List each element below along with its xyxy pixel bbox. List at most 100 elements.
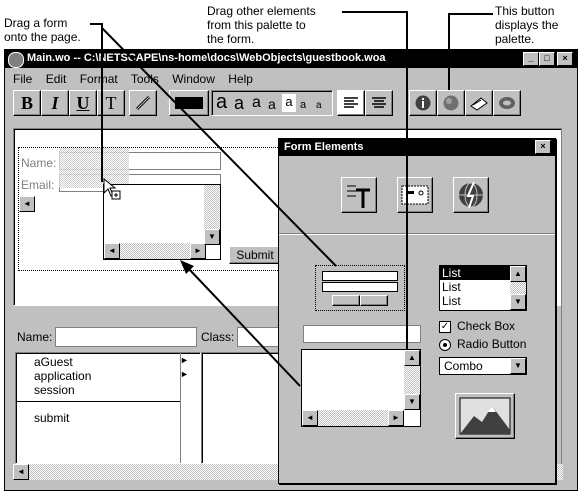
- list-vdivider: [180, 353, 181, 463]
- checkbox-icon[interactable]: ✓: [439, 321, 451, 333]
- font-size-2[interactable]: a: [300, 99, 307, 111]
- scroll-left-arrow[interactable]: ◄: [19, 196, 35, 212]
- maximize-button[interactable]: □: [539, 52, 555, 66]
- list-scroll-down[interactable]: ▼: [510, 294, 526, 310]
- italic-button[interactable]: I: [41, 90, 69, 116]
- list-element[interactable]: List List List ▲ ▼: [439, 265, 527, 311]
- menu-tools[interactable]: Tools: [130, 72, 159, 86]
- textarea-scroll-down[interactable]: ▼: [204, 229, 220, 245]
- palette-close-button[interactable]: ×: [535, 140, 551, 154]
- textarea-scroll-right[interactable]: ►: [190, 243, 206, 259]
- combo-dropdown-arrow[interactable]: ▼: [510, 358, 526, 374]
- list-scroll-up[interactable]: ▲: [510, 266, 526, 282]
- palette-textarea-hscroll[interactable]: [302, 410, 404, 426]
- bold-button[interactable]: B: [13, 90, 41, 116]
- text-field-icon: [347, 185, 370, 208]
- close-button[interactable]: ×: [557, 52, 573, 66]
- align-center-button[interactable]: [365, 90, 393, 116]
- palette-textarea-up[interactable]: ▲: [404, 350, 420, 366]
- bottom-name-input[interactable]: [55, 327, 197, 347]
- align-left-icon: [344, 97, 358, 108]
- font-size-1[interactable]: a: [316, 100, 322, 111]
- font-size-3[interactable]: a: [282, 94, 296, 112]
- var-item[interactable]: application: [34, 369, 92, 383]
- link-icon: [135, 95, 151, 111]
- checkbox-label: Check Box: [457, 319, 516, 333]
- mountain-image-icon: [459, 397, 511, 435]
- callout-line-drag-elements: [342, 11, 408, 350]
- right-panel-edge: [561, 128, 574, 464]
- form-region[interactable]: Name: Email: ◄ ◄ ► ▼: [18, 147, 290, 271]
- action-item[interactable]: submit: [34, 411, 70, 425]
- dynamic-element-button[interactable]: [453, 177, 489, 213]
- submenu-arrow-icon: ►: [180, 369, 189, 379]
- arrowhead-icon: [180, 260, 194, 274]
- list-item-selected[interactable]: List: [440, 266, 510, 280]
- palette-divider: [279, 233, 555, 235]
- align-left-button[interactable]: [337, 90, 365, 116]
- list-scrollbar[interactable]: ▲ ▼: [510, 266, 526, 310]
- drag-cursor: [103, 177, 121, 203]
- link-button[interactable]: [129, 90, 157, 116]
- font-size-5[interactable]: a: [252, 94, 261, 111]
- font-size-group: a a a a a a a: [211, 90, 333, 116]
- form-hscrollbar[interactable]: ◄: [19, 196, 99, 212]
- palette-combo-element[interactable]: Combo ▼: [439, 357, 527, 375]
- variables-list[interactable]: aGuest ► application ► session submit: [15, 352, 201, 464]
- list-item[interactable]: List: [442, 294, 461, 308]
- callout-line-drag-form: [90, 23, 103, 182]
- underline-button[interactable]: U: [69, 90, 97, 116]
- form-icon: [401, 185, 429, 205]
- cursor-arrow-icon: [103, 177, 121, 200]
- callout-line-input-group: [101, 27, 337, 267]
- radio-icon[interactable]: [439, 339, 451, 351]
- submit-button[interactable]: Submit: [229, 246, 281, 264]
- list-item[interactable]: List: [442, 280, 461, 294]
- window-title: Main.wo -- C:\NETSCAPE\ns-home\docs\WebO…: [27, 52, 386, 64]
- palette-titlebar[interactable]: Form Elements ×: [279, 139, 555, 156]
- palette-password-input[interactable]: [322, 282, 398, 292]
- form-textarea[interactable]: ◄ ► ▼: [103, 184, 221, 260]
- menu-edit[interactable]: Edit: [45, 72, 67, 86]
- menu-format[interactable]: Format: [79, 72, 118, 86]
- palette-textarea-left[interactable]: ◄: [302, 410, 318, 426]
- textarea-hscroll[interactable]: [104, 243, 204, 259]
- bindings-list[interactable]: [201, 352, 279, 464]
- palette-text-input[interactable]: [322, 271, 398, 281]
- form-element-button[interactable]: [397, 177, 433, 213]
- menu-file[interactable]: File: [13, 72, 33, 86]
- font-size-4[interactable]: a: [268, 96, 276, 112]
- email-label: Email:: [21, 178, 55, 192]
- font-size-6[interactable]: a: [234, 93, 245, 113]
- app-icon[interactable]: [8, 52, 24, 68]
- list-divider: [16, 401, 180, 402]
- palette-textarea-element[interactable]: ▲ ▼ ◄ ►: [301, 349, 421, 427]
- palette-image-element[interactable]: [455, 393, 515, 439]
- palette-button[interactable]: [437, 90, 465, 116]
- ring-icon: [499, 97, 515, 109]
- pages-icon: [470, 97, 488, 111]
- inspector-button[interactable]: [409, 90, 437, 116]
- main-scroll-left[interactable]: ◄: [13, 464, 29, 480]
- components-button[interactable]: [465, 90, 493, 116]
- font-size-7[interactable]: a: [216, 91, 228, 113]
- align-center-icon: [372, 97, 386, 108]
- palette-button-2[interactable]: [360, 295, 388, 306]
- textarea-scroll-left[interactable]: ◄: [104, 243, 120, 259]
- palette-textarea-right[interactable]: ►: [388, 410, 404, 426]
- palette-icon: [443, 95, 459, 111]
- var-item[interactable]: aGuest: [34, 355, 73, 369]
- minimize-button[interactable]: _: [523, 52, 539, 66]
- palette-textarea-down[interactable]: ▼: [404, 394, 420, 410]
- browser-button[interactable]: [493, 90, 521, 116]
- var-item[interactable]: session: [34, 383, 75, 397]
- menu-help[interactable]: Help: [228, 72, 253, 86]
- text-element-button[interactable]: [341, 177, 377, 213]
- textarea-vscroll[interactable]: [204, 185, 220, 243]
- palette-button-1[interactable]: [332, 295, 360, 306]
- palette-wide-textfield[interactable]: [303, 325, 421, 343]
- input-group-element[interactable]: [315, 265, 405, 311]
- form-elements-palette: Form Elements × List List List ▲: [278, 138, 556, 484]
- menu-window[interactable]: Window: [172, 72, 215, 86]
